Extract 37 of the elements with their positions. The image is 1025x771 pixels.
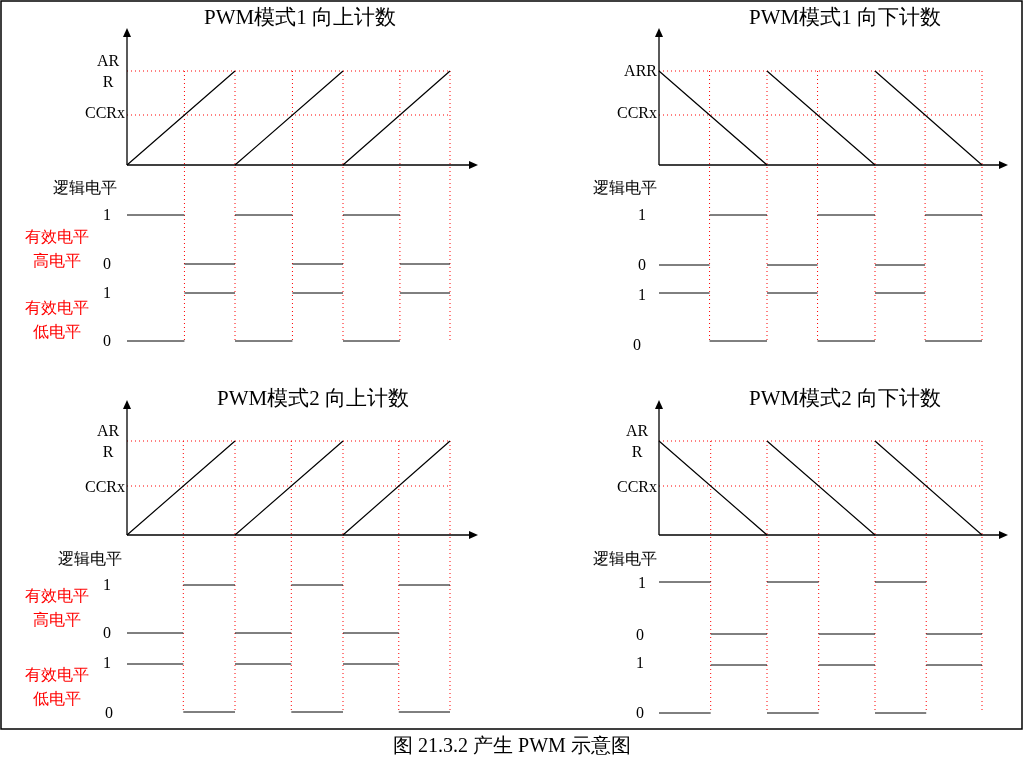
level-label: 0 — [638, 255, 646, 275]
axis-label: CCRx — [617, 477, 657, 497]
level-label: 1 — [638, 573, 646, 593]
level-label: 1 — [103, 283, 111, 303]
level-label: 0 — [636, 703, 644, 723]
axis-label: ARR — [624, 61, 657, 81]
level-label: 1 — [636, 653, 644, 673]
level-label: 0 — [103, 623, 111, 643]
level-label: 0 — [633, 335, 641, 355]
level-label: 1 — [103, 205, 111, 225]
level-label: 逻辑电平 — [593, 178, 657, 198]
level-label: 0 — [636, 625, 644, 645]
level-label: 逻辑电平 — [53, 178, 117, 198]
polarity-label: 有效电平低电平 — [24, 298, 90, 342]
axis-label: AR R — [624, 421, 650, 462]
level-label: 1 — [103, 575, 111, 595]
level-label: 逻辑电平 — [58, 549, 122, 569]
level-label: 1 — [638, 205, 646, 225]
level-label: 0 — [103, 254, 111, 274]
axis-label: CCRx — [85, 477, 125, 497]
axis-label: AR R — [95, 51, 121, 92]
panel-title: PWM模式1 向上计数 — [204, 4, 396, 32]
level-label: 1 — [103, 653, 111, 673]
figure-caption: 图 21.3.2 产生 PWM 示意图 — [393, 733, 631, 758]
level-label: 1 — [638, 285, 646, 305]
polarity-label: 有效电平低电平 — [24, 665, 90, 709]
level-label: 逻辑电平 — [593, 549, 657, 569]
panel-title: PWM模式2 向上计数 — [217, 385, 409, 413]
panel-title: PWM模式1 向下计数 — [749, 4, 941, 32]
axis-label: AR R — [95, 421, 121, 462]
panel-title: PWM模式2 向下计数 — [749, 385, 941, 413]
polarity-label: 有效电平高电平 — [24, 586, 90, 630]
polarity-label: 有效电平高电平 — [24, 227, 90, 271]
level-label: 0 — [103, 331, 111, 351]
level-label: 0 — [105, 703, 113, 723]
axis-label: CCRx — [617, 103, 657, 123]
axis-label: CCRx — [85, 103, 125, 123]
